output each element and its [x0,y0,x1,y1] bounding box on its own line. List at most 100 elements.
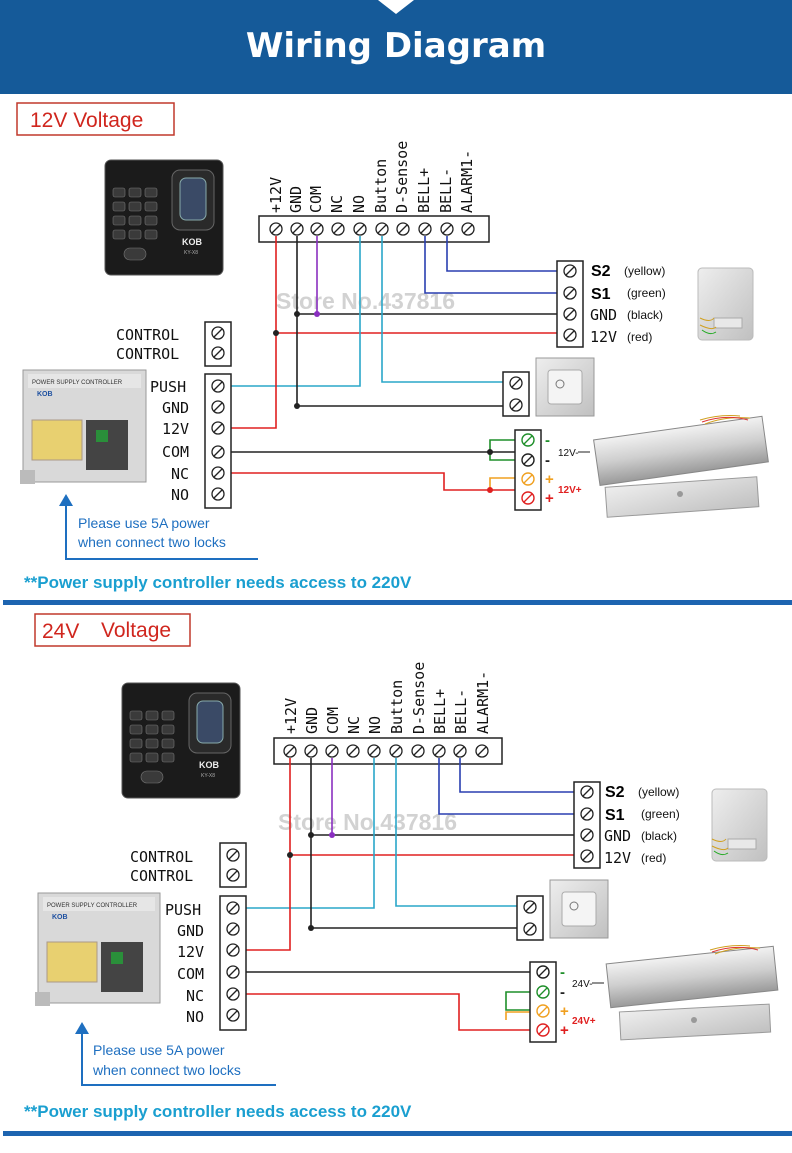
watermark: Store No.437816 [278,809,457,835]
psu-title: POWER SUPPLY CONTROLLER [32,380,123,386]
power-note-line2: when connect two locks [77,534,226,550]
reader-terminal-label: NO [350,195,368,213]
power-note: Please use 5A power when connect two loc… [75,1022,276,1086]
lock-sign: + [545,471,554,488]
reader-brand: KOB [182,237,203,247]
lock-sign: - [545,452,550,469]
lock-sign: + [560,1022,569,1039]
psu-title: POWER SUPPLY CONTROLLER [47,903,138,909]
watermark: Store No.437816 [276,288,455,314]
lock-sign: - [560,964,565,981]
psu-control-terminals: CONTROL CONTROL [116,321,232,367]
sensor-terminal-color: (green) [641,807,680,821]
reader-terminal-label: Button [372,159,390,213]
door-sensor-terminals: S2 (yellow) S1 (green) GND (black) 12V (… [573,781,680,869]
keypad-icon [129,710,175,784]
sensor-terminal-name: S1 [605,807,625,824]
sensor-terminal-color: (black) [627,308,663,322]
reader-terminal-label: NC [328,195,346,213]
fingerprint-reader: KOB KY-X8 [121,682,241,799]
section-divider [3,600,792,605]
reader-terminal-label: COM [324,707,342,734]
voltage-label-num: 24V [42,620,79,643]
sensor-terminal-color: (yellow) [624,264,665,278]
door-sensor-icon [697,267,754,341]
psu-control-label: CONTROL [130,867,193,885]
page-title: Wiring Diagram [245,26,547,66]
exit-button-terminals [502,371,530,417]
voltage-label-box [16,102,175,136]
psu-terminal-label: 12V [177,943,204,961]
exit-button-icon [549,879,609,939]
psu-brand: KOB [37,391,53,398]
sensor-terminal-name: GND [590,306,617,324]
psu-control-label: CONTROL [116,345,179,363]
door-sensor-terminals: S2 (yellow) S1 (green) GND (black) 12V (… [556,260,666,348]
reader-terminal-label: COM [307,186,325,213]
power-supply-controller: POWER SUPPLY CONTROLLER KOB [35,892,161,1006]
sensor-terminal-color: (red) [641,851,666,865]
lock-minus-label: 24V- [572,979,593,990]
sensor-terminal-name: GND [604,827,631,845]
reader-terminal-label: D-Sensoe [393,141,411,213]
psu-terminal-label: COM [177,965,204,983]
lock-sign: + [545,490,554,507]
voltage-label-word: Voltage [101,619,171,642]
reader-terminal-label: NO [366,716,384,734]
voltage-label-box [34,613,191,647]
reader-terminal-label: BELL- [437,168,455,213]
reader-model: KY-X8 [201,773,215,779]
header-banner: Wiring Diagram [0,0,792,94]
reader-terminal-label: NC [345,716,363,734]
power-note-line1: Please use 5A power [78,515,210,531]
magnetic-lock-icon [605,945,779,1041]
reader-terminal-label: ALARM1- [458,150,476,213]
reader-terminal-label: BELL+ [415,168,433,213]
reader-brand: KOB [199,760,220,770]
psu-control-label: CONTROL [130,848,193,866]
reader-terminal-labels: +12V GND COM NC NO Button D-Sensoe BELL+… [282,662,492,734]
power-note: Please use 5A power when connect two loc… [59,494,258,560]
lock-sign: - [560,984,565,1001]
reader-terminal-label: GND [287,186,305,213]
psu-terminal-label: GND [177,922,204,940]
section-24v: 24V Voltage KOB KY-X8 +12V GND COM NC NO… [3,613,792,1136]
psu-control-terminals: CONTROL CONTROL [130,842,247,888]
magnetic-lock-icon [593,415,769,518]
psu-terminal-label: NO [171,486,189,504]
footer-note: **Power supply controller needs access t… [24,1102,412,1121]
reader-terminal-label: +12V [282,698,300,734]
psu-brand: KOB [52,914,68,921]
reader-terminal-label: GND [303,707,321,734]
psu-terminals: PUSH GND 12V COM NC NO [150,373,232,509]
lock-sign: - [545,432,550,449]
exit-button-icon [535,357,595,417]
sensor-terminal-color: (red) [627,330,652,344]
sensor-terminal-name: 12V [590,328,617,346]
psu-terminal-label: PUSH [165,901,201,919]
sensor-terminal-name: S2 [605,784,625,801]
reader-terminal-block [273,737,503,765]
wire-junctions [273,311,493,493]
reader-terminal-label: ALARM1- [474,671,492,734]
keypad-icon [112,187,158,261]
reader-terminal-label: BELL+ [431,689,449,734]
wire-junctions [287,832,335,931]
lock-terminals: - - + + 12V- 12V+ [514,429,590,511]
lock-terminals: - - + + 24V- 24V+ [529,961,604,1043]
wires-24v [245,758,574,1031]
reader-model: KY-X8 [184,250,198,256]
sensor-terminal-color: (yellow) [638,785,679,799]
psu-terminals: PUSH GND 12V COM NC NO [165,895,247,1031]
psu-terminal-label: PUSH [150,378,186,396]
psu-terminal-label: NC [171,465,189,483]
power-note-line1: Please use 5A power [93,1042,225,1058]
header-notch [378,0,414,14]
psu-terminal-label: NO [186,1008,204,1026]
power-supply-controller: POWER SUPPLY CONTROLLER KOB [20,369,147,484]
reader-terminal-label: D-Sensoe [410,662,428,734]
voltage-label: 12V Voltage [30,109,143,132]
wires-12v [230,236,557,491]
section-12v: 12V Voltage KOB KY-X8 +12V GND COM NC NO… [3,102,792,605]
